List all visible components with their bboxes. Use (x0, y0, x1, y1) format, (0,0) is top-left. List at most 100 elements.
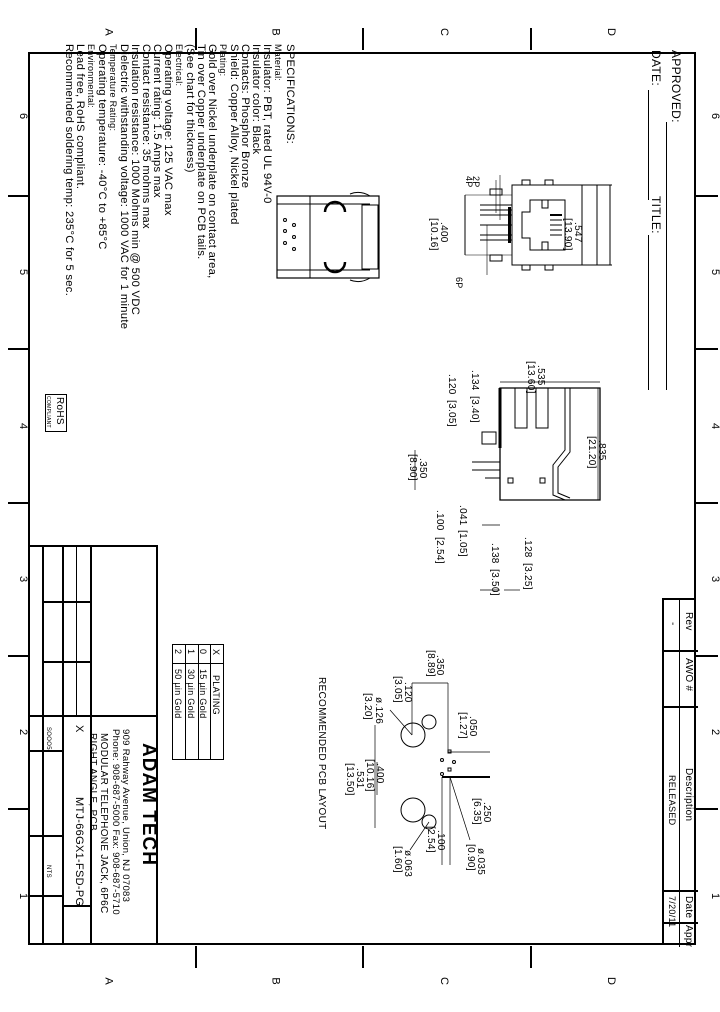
zone-divider (362, 946, 364, 968)
zone-row-label: 4 (17, 422, 30, 430)
approved-label: APPROVED: (669, 50, 683, 123)
part-description-line1: MODULAR TELEPHONE JACK, 6P6C (98, 733, 109, 914)
zone-row-label: 3 (709, 575, 720, 583)
spec-line: Lead free, RoHS compliant. (74, 44, 86, 190)
dim-side-041: .041 (457, 505, 468, 526)
dim-pcb-127: [1.27] (457, 712, 468, 739)
zone-row-label: 2 (709, 728, 720, 736)
plating-row-value: 15 µin Gold (198, 669, 208, 719)
zone-divider (195, 28, 197, 50)
rev-value: - (667, 622, 678, 626)
zone-divider (8, 348, 30, 350)
awo-header: AWO # (683, 658, 694, 692)
zone-row-label: 6 (17, 112, 30, 120)
zone-divider (530, 28, 532, 50)
zone-row-label: 5 (17, 268, 30, 276)
dim-side-350mm: [3.50] (489, 569, 500, 596)
x-label: X (73, 725, 85, 733)
plating-row-value: 50 µin Gold (173, 669, 183, 719)
dim-pcb-254: [2.54] (425, 826, 436, 853)
title-line (648, 235, 649, 390)
spec-line: Material: (273, 44, 283, 82)
dim-pcb-635: [6.35] (471, 798, 482, 825)
zone-divider (696, 502, 718, 504)
pin-label-6p: 6P (454, 277, 464, 289)
zone-divider (8, 195, 30, 197)
dim-side-254: [2.54] (434, 537, 445, 564)
spec-line: (See chart for thickness) (184, 44, 196, 173)
spec-line: Insulator: PBT, rated UL 94V-0 (261, 44, 273, 204)
description-header: Description (683, 768, 694, 822)
dim-side-100: .100 (434, 510, 445, 531)
dim-pcb-126: ø.126 (373, 697, 384, 725)
spec-line: Dielectric withstanding voltage: 1000 VA… (118, 44, 130, 330)
dim-pcb-090: [0.90] (465, 844, 476, 871)
zone-col-label: C (437, 28, 450, 36)
zone-row-label: 4 (709, 422, 720, 430)
zone-divider (696, 348, 718, 350)
spec-heading: SPECIFICATIONS: (284, 44, 296, 145)
title-block: ADAM TECH 909 Rahway Avenue, Union, NJ 0… (28, 545, 159, 945)
zone-divider (8, 808, 30, 810)
zone-divider (195, 946, 197, 968)
plating-row-value: 30 µin Gold (186, 669, 196, 719)
plating-row-code: 1 (186, 649, 196, 655)
spec-line: Gold over Nickel underplate on contact a… (206, 44, 218, 279)
pcb-layout-drawing (374, 682, 490, 865)
company-phone: Phone: 908-687-5000 Fax: 908-687-5710 (110, 729, 121, 915)
date-line (648, 90, 649, 200)
company-name: ADAM TECH (138, 743, 159, 866)
dim-side-305: [3.05] (446, 400, 457, 427)
rev-header: Rev (683, 612, 694, 631)
spec-line: Contacts: Phosphor Bronze (239, 44, 251, 189)
spec-line: Tin over Copper underplate on PCB tails. (195, 44, 207, 260)
zone-divider (696, 808, 718, 810)
spec-line: Plating: (218, 44, 228, 77)
description-value: RELEASED (667, 775, 677, 826)
size-value: SOOO5 (45, 727, 51, 750)
pcb-layout-title: RECOMMENDED PCB LAYOUT (316, 677, 327, 830)
dim-pcb-1350: [13.50] (344, 763, 355, 796)
spec-line: Current rating: 1.5 Amps max (151, 44, 163, 198)
zone-divider (8, 502, 30, 504)
revision-table: Rev AWO # Description Date Appr - RELEAS… (662, 598, 698, 947)
rohs-sub: COMPLIANT (45, 396, 51, 428)
spec-line: Electrical: (174, 44, 184, 87)
date-value: 7/20/11 (667, 896, 677, 928)
rohs-badge: RoHS COMPLIANT (45, 394, 67, 432)
zone-col-label: B (269, 28, 282, 36)
spec-line: Shield: Copper Alloy, Nickel plated (228, 44, 240, 225)
zone-row-label: 1 (709, 892, 720, 900)
dim-pcb-160: [1.60] (392, 846, 403, 873)
bottom-view-drawing (276, 191, 380, 283)
plating-header: PLATING (211, 675, 221, 715)
spec-line: Insulator color: Black (250, 44, 262, 155)
dim-side-1360: [13.60] (525, 361, 536, 394)
dim-side-138: .138 (489, 543, 500, 564)
dim-side-340: [3.40] (469, 396, 480, 423)
dim-pcb-320: [3.20] (362, 693, 373, 720)
zone-divider (696, 195, 718, 197)
dim-front-1390: [13.90] (562, 218, 573, 251)
part-description-line2: RIGHT ANGLE, PCB (87, 733, 98, 831)
zone-divider (696, 655, 718, 657)
dim-side-2120: [21.20] (586, 436, 597, 469)
plating-row-code: 0 (198, 649, 208, 655)
dim-side-120: .120 (446, 374, 457, 395)
spec-line: Operating temperature: -40°C to +85°C (96, 44, 108, 250)
zone-divider (362, 28, 364, 50)
zone-col-label: B (269, 977, 282, 985)
approved-line (666, 122, 667, 390)
dim-front-1016: [10.16] (428, 218, 439, 251)
dim-pcb-889: [8.89] (425, 650, 436, 677)
zone-col-label: A (102, 28, 115, 36)
zone-divider (8, 655, 30, 657)
scale-value: NTS (45, 865, 51, 878)
zone-col-label: A (102, 977, 115, 985)
plating-table: X PLATING 0 15 µin Gold 1 30 µin Gold 2 … (172, 644, 224, 760)
spec-line: Temperature Rating: (108, 44, 118, 132)
zone-col-label: D (604, 28, 617, 36)
plating-header-x: X (211, 649, 221, 656)
part-number: MTJ-66GX1-FSD-PG (73, 797, 85, 907)
dim-side-890: [8.90] (407, 454, 418, 481)
